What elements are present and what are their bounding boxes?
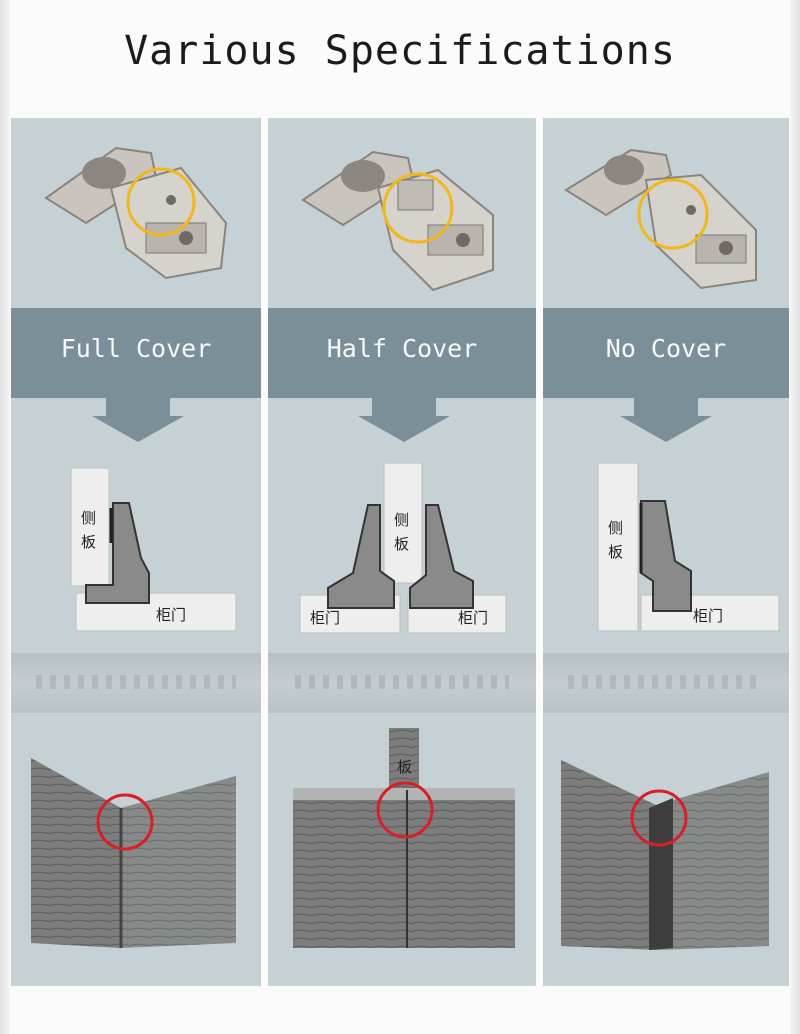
highlight-ring-wood <box>630 789 688 847</box>
cover-type-label: Half Cover <box>326 334 478 363</box>
highlight-ring-wood <box>96 793 154 851</box>
arrow-stem <box>106 398 170 418</box>
arrow-down-icon <box>620 416 712 442</box>
mount-diagram-full-cover: 侧 板 柜门 <box>70 467 237 632</box>
panel-fragment-label: 板 <box>397 758 412 776</box>
arrow-stem <box>372 398 436 418</box>
hinge-photo-full-cover <box>44 146 228 280</box>
arrow-down-icon <box>92 416 184 442</box>
left-edge-shadow <box>0 0 10 1034</box>
side-panel-char-2: 板 <box>394 535 409 553</box>
wood-corner-full-cover <box>31 758 236 948</box>
hinge-photo-half-cover <box>301 150 494 292</box>
highlight-ring-wood <box>376 781 434 839</box>
arrow-down-icon <box>358 416 450 442</box>
column-no-cover: No Cover 侧 板 柜门 <box>543 118 789 986</box>
arrow-stem <box>634 398 698 418</box>
right-edge-shadow <box>790 0 800 1034</box>
column-full-cover: Full Cover 侧 板 柜门 <box>11 118 261 986</box>
divider-strip <box>11 653 261 713</box>
highlight-ring-hinge <box>637 178 709 250</box>
wood-corner-no-cover <box>561 760 769 950</box>
side-panel-char-1: 侧 <box>608 519 623 537</box>
wood-corner-half-cover: 板 <box>293 728 515 948</box>
door-label-left: 柜门 <box>310 609 340 627</box>
side-panel-char-2: 板 <box>608 543 623 561</box>
highlight-ring-hinge <box>382 172 454 244</box>
banner <box>268 308 536 398</box>
banner <box>543 308 789 398</box>
side-panel-char-1: 侧 <box>394 511 409 529</box>
highlight-ring-hinge <box>126 167 196 237</box>
divider-strip <box>543 653 789 713</box>
cover-type-label: Full Cover <box>60 334 212 363</box>
door-label: 柜门 <box>156 606 186 624</box>
door-label-right: 柜门 <box>458 609 488 627</box>
column-half-cover: Half Cover 侧 板 柜门 柜门 板 <box>268 118 536 986</box>
page-title: Various Specifications <box>124 28 676 74</box>
side-panel-char-1: 侧 <box>81 509 96 527</box>
hinge-photo-no-cover <box>564 148 757 290</box>
divider-strip <box>268 653 536 713</box>
cover-type-label: No Cover <box>605 334 727 363</box>
banner <box>11 308 261 398</box>
side-panel-char-2: 板 <box>81 533 96 551</box>
mount-diagram-half-cover: 侧 板 柜门 柜门 <box>299 463 507 634</box>
door-label: 柜门 <box>693 607 723 625</box>
mount-diagram-no-cover: 侧 板 柜门 <box>597 463 780 632</box>
